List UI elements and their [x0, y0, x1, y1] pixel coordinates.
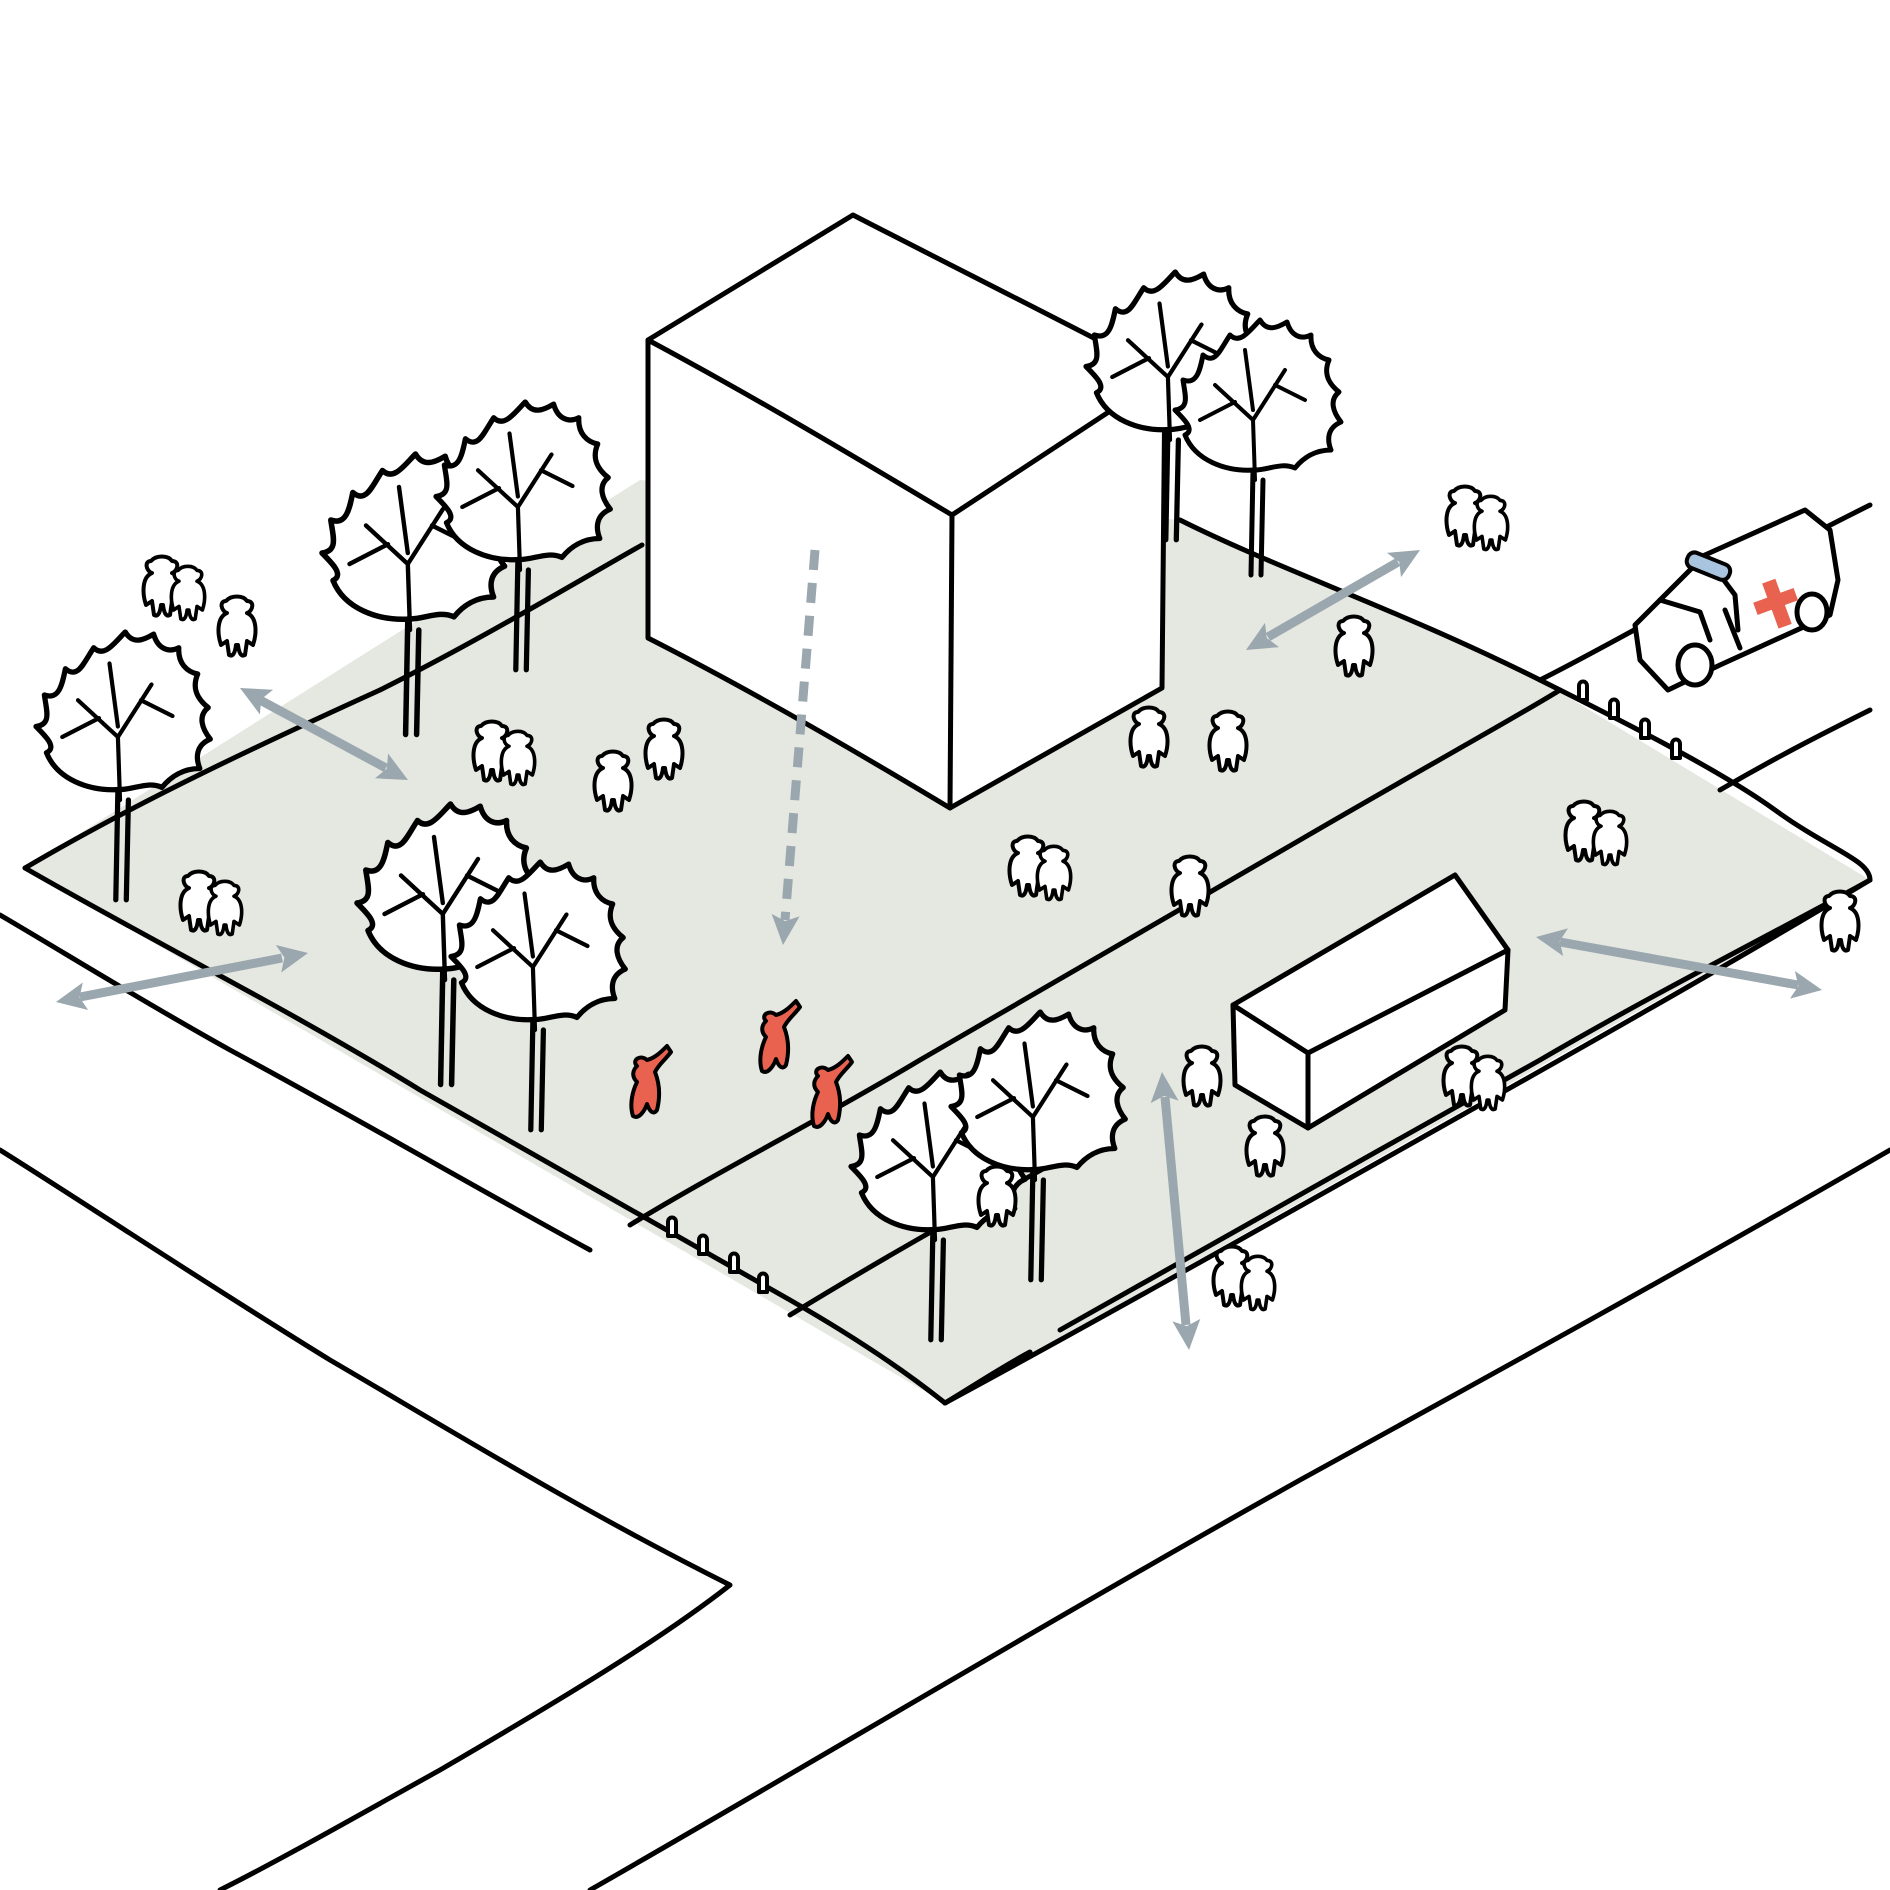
- movement-arrows: [53, 537, 1825, 1352]
- bollard-icon: [728, 1251, 740, 1274]
- bollard-icon: [1639, 717, 1651, 740]
- bollard-icon: [666, 1215, 678, 1238]
- pavilion: [1230, 872, 1511, 1131]
- person-icon: [216, 594, 258, 658]
- road-lines: [0, 502, 1890, 1890]
- person-icon: [1447, 487, 1508, 550]
- bollard-icon: [1608, 697, 1620, 720]
- bollard-icon: [697, 1233, 709, 1256]
- plaza-ground: [25, 480, 1870, 1403]
- person-icon: [1819, 889, 1861, 953]
- building-block: [645, 212, 1168, 811]
- person-icon: [144, 557, 205, 620]
- ambulance-icon: [1632, 507, 1841, 693]
- bollard-icon: [1577, 679, 1589, 702]
- bollard-icon: [757, 1271, 769, 1294]
- person-icon: [1214, 1247, 1275, 1310]
- bollard-icon: [1670, 737, 1682, 760]
